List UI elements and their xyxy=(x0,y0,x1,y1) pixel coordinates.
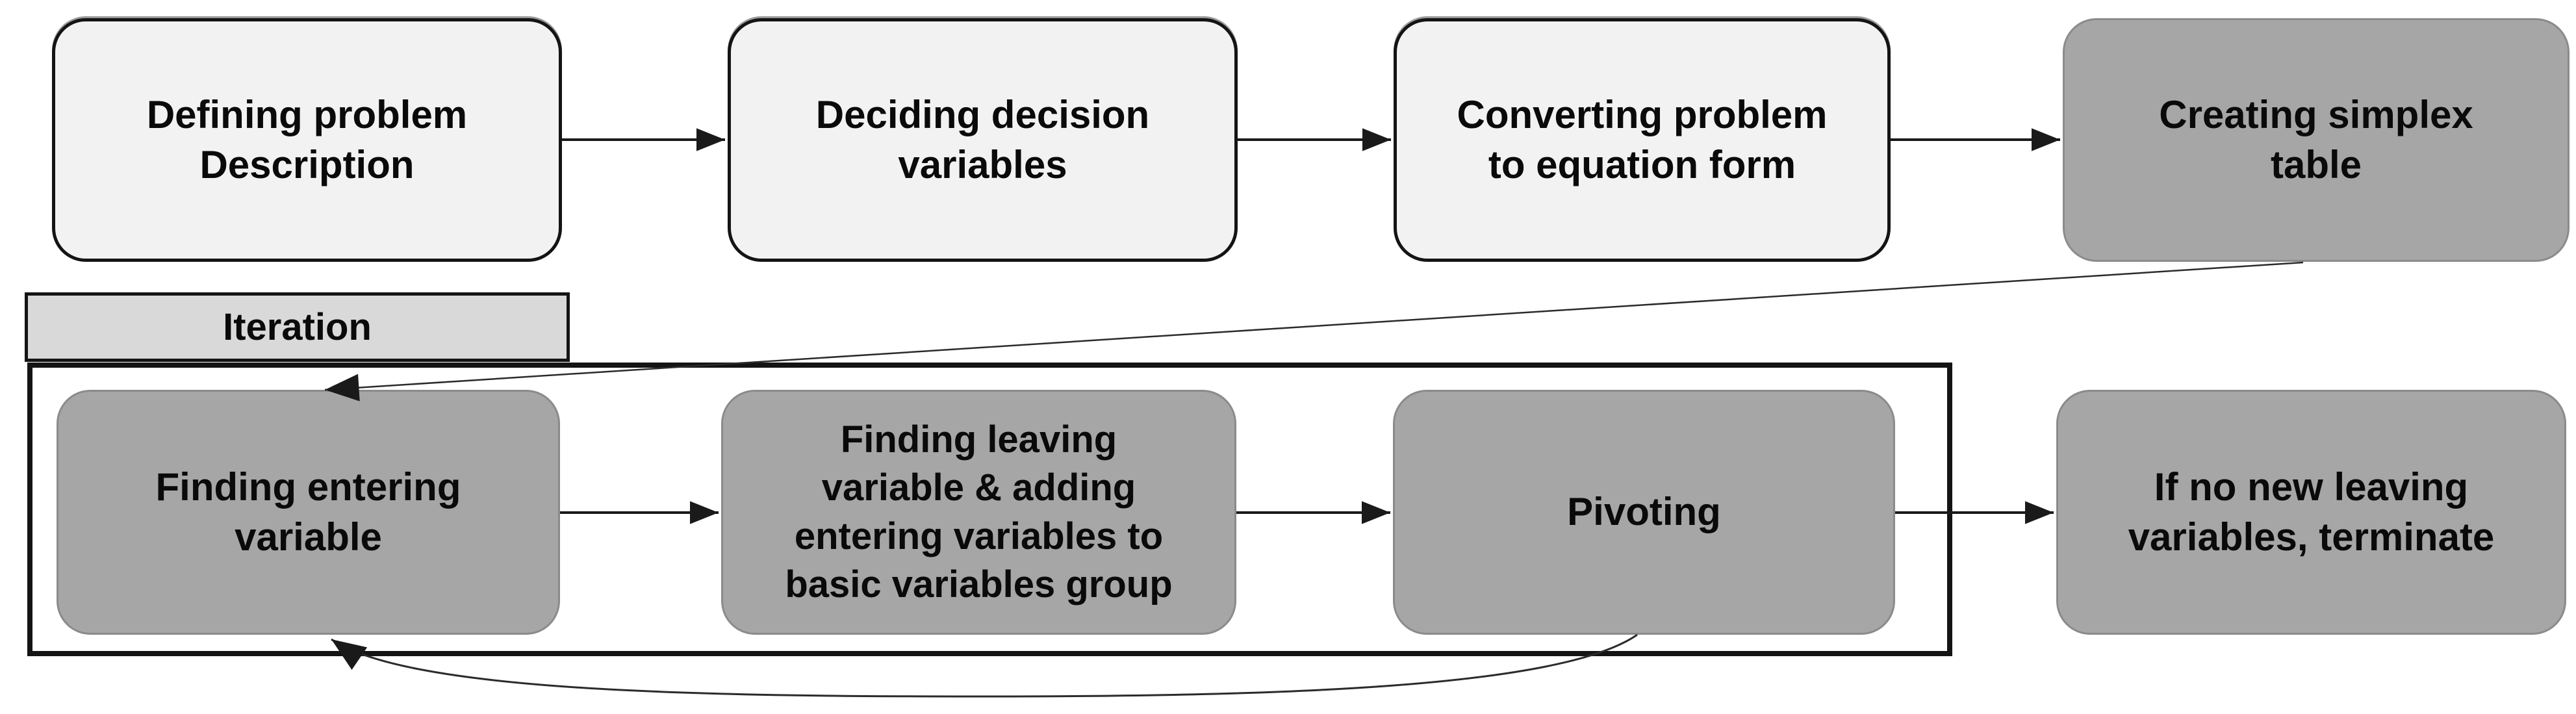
node-terminate: If no new leaving variables, terminate xyxy=(2056,390,2566,635)
node-label: If no new leaving variables, terminate xyxy=(2128,465,2495,559)
node-pivoting: Pivoting xyxy=(1393,390,1895,635)
node-label: Converting problem to equation form xyxy=(1457,92,1828,186)
node-defining-problem: Defining problem Description xyxy=(52,18,562,262)
iteration-label-text: Iteration xyxy=(223,306,372,348)
node-label: Defining problem Description xyxy=(146,92,468,186)
node-label: Deciding decision variables xyxy=(815,92,1150,186)
node-label: Finding entering variable xyxy=(155,465,461,559)
node-converting-problem: Converting problem to equation form xyxy=(1394,18,1891,262)
node-finding-entering-variable: Finding entering variable xyxy=(57,390,560,635)
node-deciding-variables: Deciding decision variables xyxy=(728,18,1238,262)
node-finding-leaving-variable: Finding leaving variable & adding enteri… xyxy=(721,390,1236,635)
node-label: Creating simplex table xyxy=(2159,92,2473,186)
node-label: Pivoting xyxy=(1567,490,1721,534)
node-creating-simplex-table: Creating simplex table xyxy=(2063,18,2570,262)
iteration-label: Iteration xyxy=(25,292,570,362)
node-label: Finding leaving variable & adding enteri… xyxy=(785,418,1173,606)
